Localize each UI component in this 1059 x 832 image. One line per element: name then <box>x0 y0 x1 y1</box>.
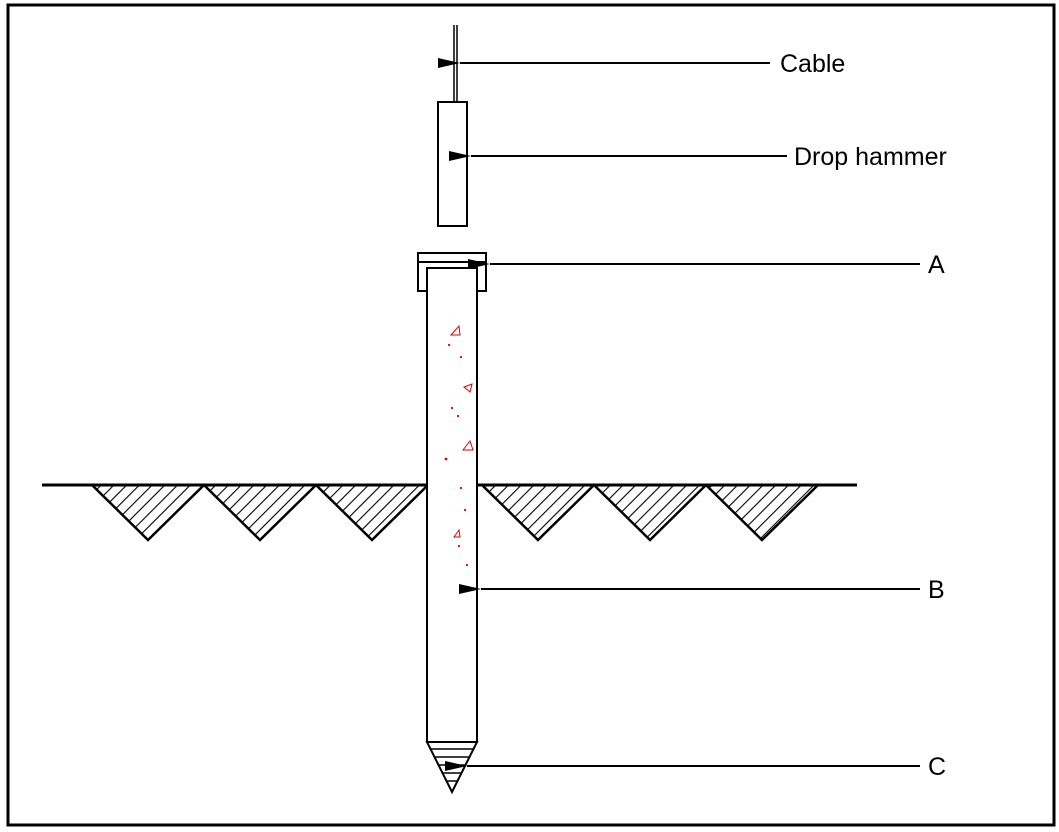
leader-arrows <box>438 58 920 771</box>
drop-hammer-label: Drop hammer <box>794 143 947 171</box>
frame-border <box>6 3 1056 827</box>
label-a: A <box>928 251 945 279</box>
cable-label: Cable <box>780 50 845 78</box>
soil-hatching <box>88 483 822 542</box>
label-c: C <box>928 753 946 781</box>
label-b: B <box>928 576 945 604</box>
drop-hammer <box>437 101 468 227</box>
concrete-speckles <box>444 324 474 567</box>
cable <box>453 25 458 102</box>
pile-body <box>426 267 478 743</box>
